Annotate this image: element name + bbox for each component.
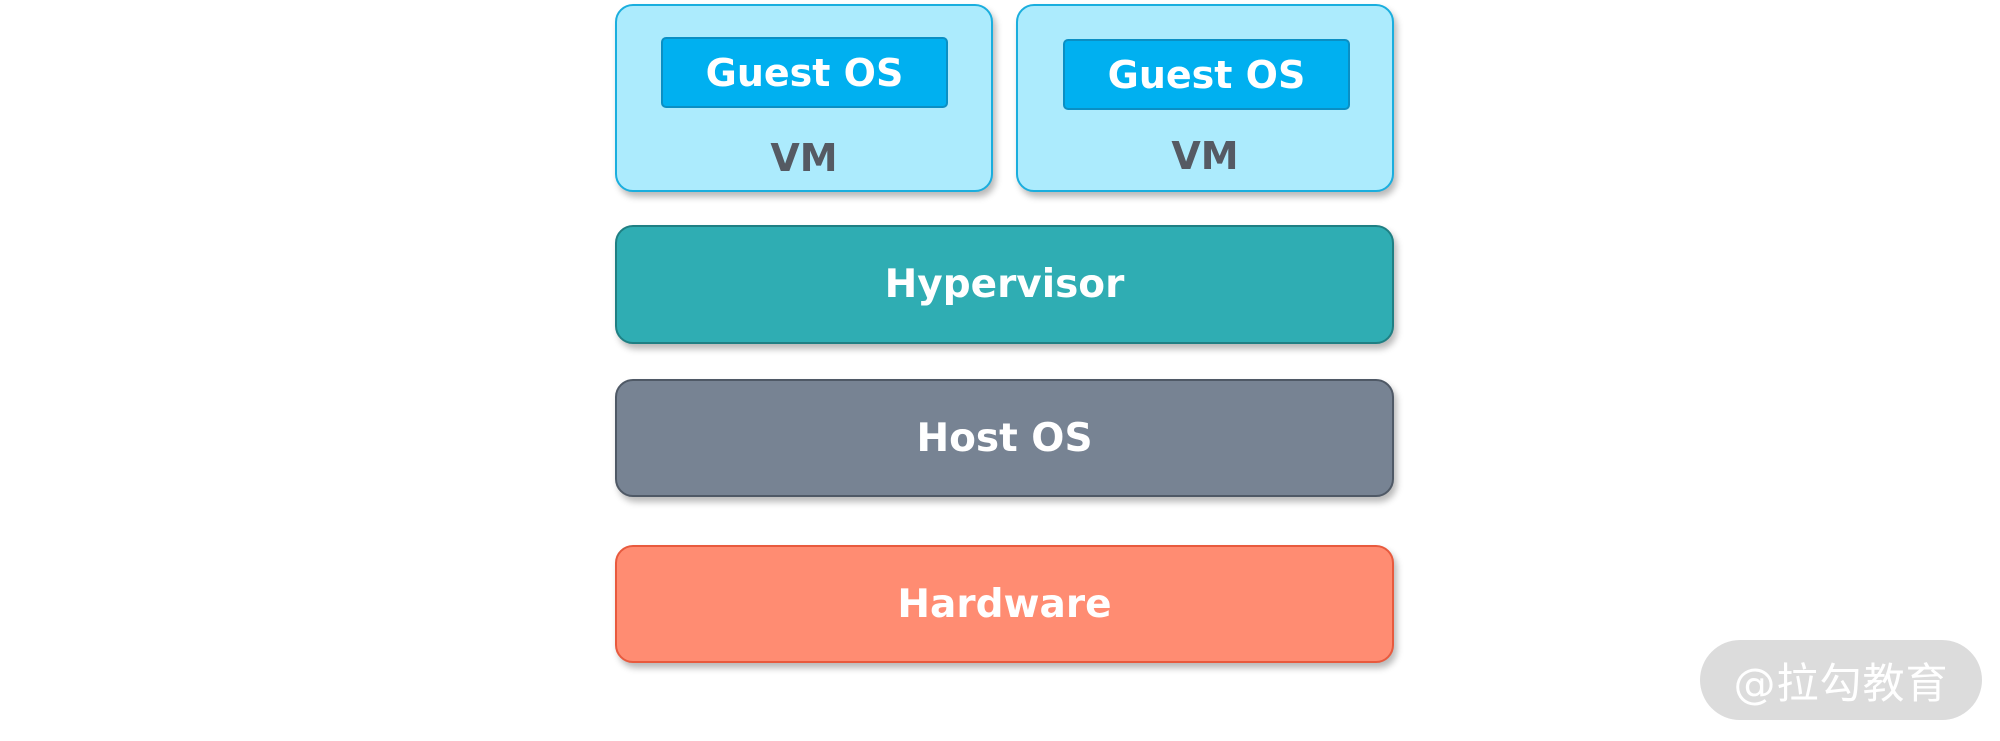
vm-label-2: VM <box>1171 134 1239 178</box>
vm-box-2: Guest OS VM <box>1016 4 1394 192</box>
watermark-text: @拉勾教育 <box>1733 658 1949 708</box>
hardware-layer: Hardware <box>615 545 1394 663</box>
hardware-label: Hardware <box>897 581 1112 627</box>
guest-os-label-2: Guest OS <box>1107 52 1306 97</box>
guest-os-box-1: Guest OS <box>661 37 948 108</box>
watermark-badge: @拉勾教育 <box>1700 640 1982 720</box>
hypervisor-label: Hypervisor <box>884 262 1125 307</box>
vm-box-1: Guest OS VM <box>615 4 993 192</box>
hypervisor-layer: Hypervisor <box>615 225 1394 344</box>
vm-label-1: VM <box>770 136 838 180</box>
host-os-label: Host OS <box>916 415 1093 461</box>
guest-os-label-1: Guest OS <box>705 50 904 95</box>
guest-os-box-2: Guest OS <box>1063 39 1350 110</box>
host-os-layer: Host OS <box>615 379 1394 497</box>
